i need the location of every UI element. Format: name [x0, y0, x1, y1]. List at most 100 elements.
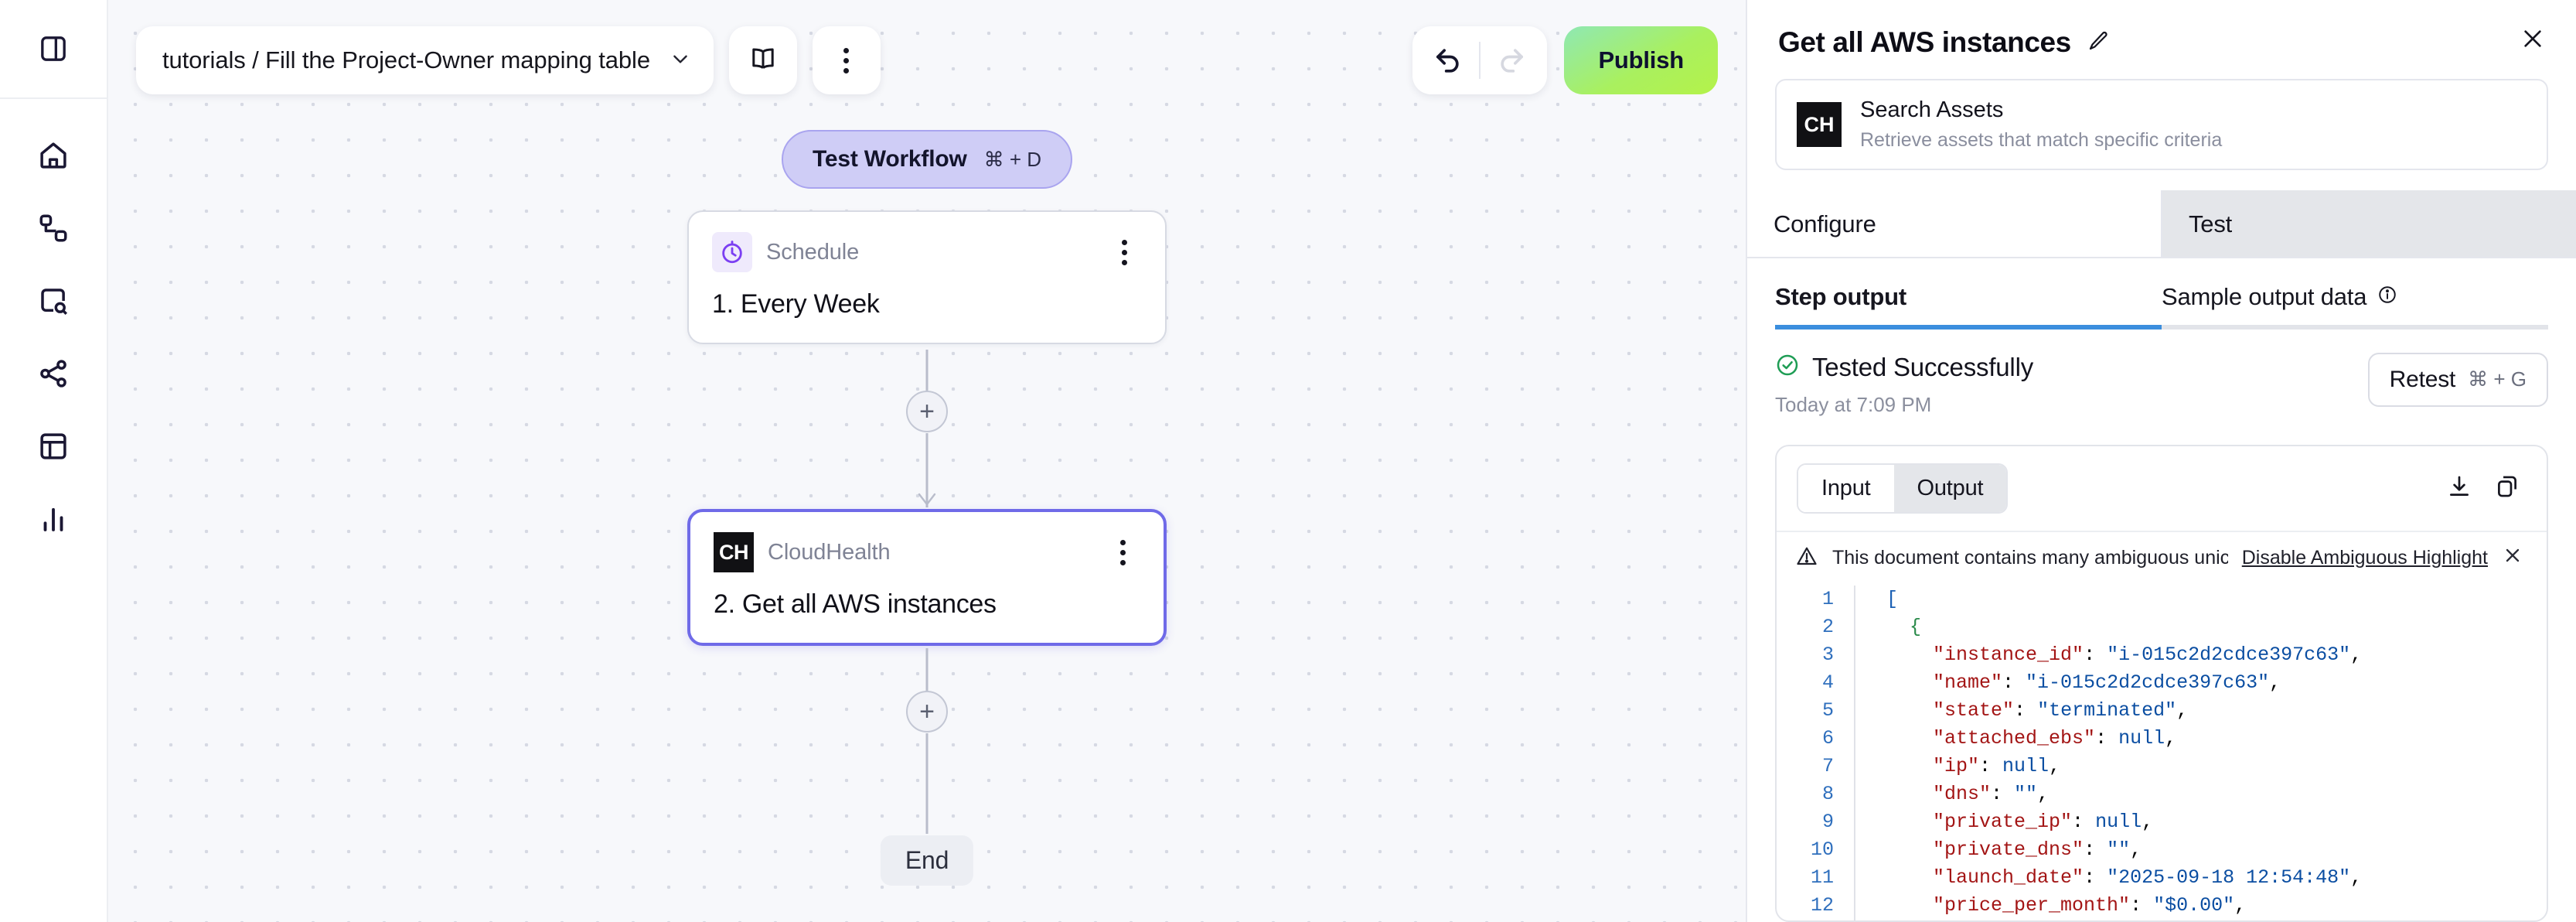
- sidebar-item-analytics[interactable]: [24, 495, 83, 543]
- redo-icon: [1495, 43, 1526, 78]
- test-workflow-label: Test Workflow: [812, 146, 967, 172]
- sidebar-item-integrations[interactable]: [24, 350, 83, 398]
- code-line: 7 "ip": null,: [1777, 752, 2547, 780]
- sidebar-item-tables[interactable]: [24, 422, 83, 470]
- indent-guide: [1854, 808, 1874, 836]
- indent-guide: [1854, 668, 1874, 697]
- connector-3: [925, 648, 929, 710]
- subtab-sample-output-label: Sample output data: [2162, 283, 2367, 310]
- node-cloudhealth[interactable]: CH CloudHealth 2. Get all AWS instances: [687, 509, 1167, 646]
- add-step-button-1[interactable]: +: [906, 391, 948, 432]
- sidebar-item-search-assets[interactable]: [24, 277, 83, 325]
- download-icon[interactable]: [2446, 473, 2472, 504]
- sidebar-item-workflows[interactable]: [24, 204, 83, 252]
- node-kebab-button[interactable]: [1105, 534, 1140, 570]
- line-number: 6: [1821, 726, 1834, 750]
- warning-triangle-icon: [1795, 545, 1818, 572]
- line-number: 8: [1821, 782, 1834, 805]
- breadcrumb-selector[interactable]: tutorials / Fill the Project-Owner mappi…: [136, 26, 714, 94]
- code-line: 1[: [1777, 585, 2547, 613]
- close-panel-button[interactable]: [2520, 26, 2545, 55]
- code-text: "instance_id": "i-015c2d2cdce397c63",: [1933, 643, 2363, 666]
- undo-icon: [1433, 43, 1464, 78]
- subtab-step-output-label: Step output: [1775, 283, 1906, 310]
- bar-chart-icon: [37, 503, 70, 535]
- sidebar-item-home[interactable]: [24, 131, 83, 179]
- indent-guide: [1854, 891, 1874, 920]
- line-number: 9: [1821, 810, 1834, 833]
- code-text: "launch_date": "2025-09-18 12:54:48",: [1933, 866, 2363, 889]
- subtab-sample-output-data[interactable]: Sample output data: [2162, 266, 2548, 325]
- cloudhealth-logo-icon: CH: [1797, 102, 1842, 147]
- arrow-head-icon: [917, 492, 937, 511]
- node-title: 1. Every Week: [712, 289, 880, 319]
- code-line: 3 "instance_id": "i-015c2d2cdce397c63",: [1777, 640, 2547, 669]
- publish-button[interactable]: Publish: [1564, 26, 1718, 94]
- output-tab[interactable]: Output: [1893, 464, 2007, 512]
- asset-card[interactable]: CH Search Assets Retrieve assets that ma…: [1775, 79, 2548, 170]
- more-vertical-icon: [829, 43, 864, 78]
- node-header: CH CloudHealth: [714, 532, 1140, 572]
- workflow-canvas[interactable]: tutorials / Fill the Project-Owner mappi…: [108, 0, 1747, 922]
- indent-guide: [1854, 585, 1874, 613]
- code-text: {: [1910, 615, 1922, 638]
- test-status: Tested Successfully Today at 7:09 PM: [1775, 353, 2033, 417]
- code-text: "private_dns": "",: [1933, 838, 2142, 861]
- toolbar-divider: [1479, 42, 1481, 79]
- breadcrumb: tutorials / Fill the Project-Owner mappi…: [162, 46, 650, 73]
- redo-button[interactable]: [1481, 32, 1541, 88]
- code-line: 11 "launch_date": "2025-09-18 12:54:48",: [1777, 863, 2547, 892]
- sidebar-items: [0, 99, 107, 543]
- add-step-button-2[interactable]: +: [906, 691, 948, 732]
- json-output-viewer[interactable]: 1[2 {3 "instance_id": "i-015c2d2cdce397c…: [1777, 582, 2547, 920]
- test-workflow-button[interactable]: Test Workflow ⌘ + D: [781, 130, 1073, 189]
- test-status-row: Tested Successfully Today at 7:09 PM Ret…: [1747, 330, 2576, 417]
- undo-button[interactable]: [1419, 32, 1479, 88]
- page-title: Get all AWS instances: [1778, 26, 2071, 58]
- indent-guide: [1854, 835, 1874, 864]
- line-number: 12: [1810, 893, 1834, 917]
- code-text: [: [1886, 587, 1899, 610]
- indent-guide: [1854, 724, 1874, 753]
- disable-ambiguous-highlight-link[interactable]: Disable Ambiguous Highlight: [2241, 546, 2488, 569]
- subtab-step-output[interactable]: Step output: [1775, 266, 2162, 325]
- code-text: "price_per_month": "$0.00",: [1933, 893, 2247, 917]
- input-tab[interactable]: Input: [1798, 464, 1894, 512]
- retest-button[interactable]: Retest ⌘ + G: [2367, 352, 2548, 407]
- line-number: 10: [1810, 838, 1834, 861]
- tab-test[interactable]: Test: [2162, 190, 2576, 257]
- indent-guide: [1854, 752, 1874, 780]
- connector-1: [925, 350, 929, 410]
- line-number: 5: [1821, 698, 1834, 722]
- more-options-button[interactable]: [812, 26, 881, 94]
- sidebar-toggle-row: [0, 0, 107, 99]
- chevron-down-icon: [670, 49, 690, 73]
- pencil-icon[interactable]: [2087, 29, 2110, 56]
- code-text: "dns": "",: [1933, 782, 2050, 805]
- tab-configure[interactable]: Configure: [1747, 190, 2162, 257]
- info-icon[interactable]: [2377, 283, 2397, 311]
- subtab-indicator: [1775, 325, 2548, 330]
- connector-4: [925, 733, 929, 834]
- asset-description: Retrieve assets that match specific crit…: [1860, 129, 2223, 151]
- table-icon: [37, 430, 70, 463]
- copy-icon[interactable]: [2494, 473, 2520, 504]
- node-header-left: CH CloudHealth: [714, 532, 891, 572]
- io-actions: [2446, 473, 2527, 504]
- dismiss-warning-button[interactable]: [2502, 545, 2528, 572]
- line-number: 1: [1821, 587, 1834, 610]
- warning-message: This document contains many ambiguous un…: [1832, 546, 2228, 569]
- node-schedule[interactable]: Schedule 1. Every Week: [687, 210, 1167, 344]
- undo-redo-group: [1412, 26, 1548, 94]
- line-number: 2: [1821, 615, 1834, 638]
- code-line: 2 {: [1777, 613, 2547, 641]
- io-segmented-control: Input Output: [1797, 463, 2009, 514]
- line-number: 11: [1810, 866, 1834, 889]
- line-number: 7: [1821, 754, 1834, 777]
- panel-toggle-button[interactable]: [24, 25, 83, 73]
- line-number: 4: [1821, 671, 1834, 694]
- docs-button[interactable]: [728, 26, 797, 94]
- panel-tabs: Configure Test: [1747, 190, 2576, 258]
- node-kebab-button[interactable]: [1106, 234, 1142, 270]
